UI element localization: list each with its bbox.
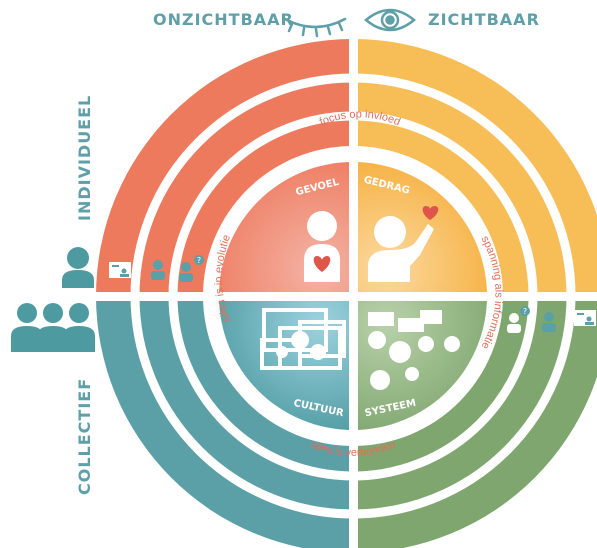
person-waving-icon [368, 206, 439, 282]
heart-icon [422, 206, 439, 220]
svg-text:?: ? [197, 256, 201, 265]
system-network-icon [368, 310, 460, 390]
label-onzichtbaar: ONZICHTBAAR [153, 10, 294, 29]
horizontal-divider [90, 292, 597, 301]
card-icon [574, 310, 596, 326]
open-eye-icon [364, 8, 416, 32]
culture-frames-icon [260, 308, 346, 370]
group-people-icon [11, 303, 95, 352]
card-icon [109, 262, 131, 278]
quadrant-systeem [353, 296, 487, 430]
person-heart-icon [304, 211, 340, 282]
heart-icon [313, 256, 331, 272]
person-small-icon [542, 312, 556, 332]
ring-icons-left: ? [109, 255, 204, 282]
person-question-icon: ? [507, 306, 530, 333]
individual-person-icon [62, 247, 94, 288]
vertical-divider [349, 0, 358, 548]
label-individueel: INDIVIDUEEL [75, 94, 94, 221]
svg-text:?: ? [523, 307, 527, 316]
person-small-icon [151, 260, 165, 280]
label-collectief: COLLECTIEF [75, 377, 94, 495]
closed-eye-icon [283, 17, 347, 38]
ring-icons-right: ? [507, 306, 596, 333]
person-question-icon: ? [179, 255, 204, 282]
label-zichtbaar: ZICHTBAAR [428, 10, 540, 29]
